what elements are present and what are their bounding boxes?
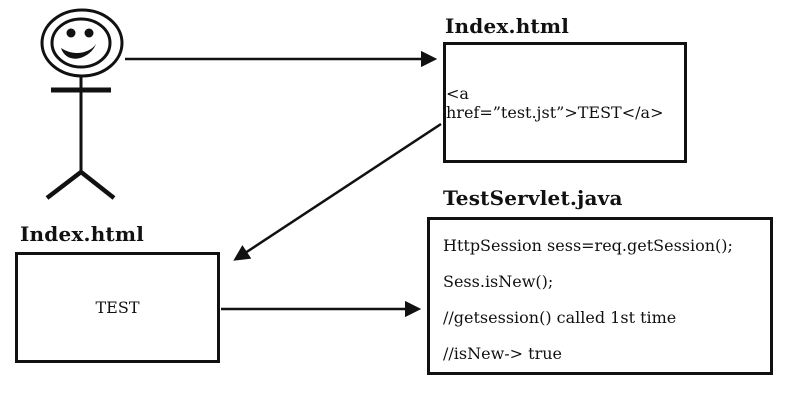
servlet-title: TestServlet.java (443, 186, 623, 210)
bottom-index-html-box: TEST (15, 252, 220, 363)
smile-mouth (61, 44, 96, 59)
head-inner-circle (50, 17, 112, 69)
bottom-index-html-title: Index.html (20, 222, 145, 246)
connector-arrows (125, 50, 442, 318)
code-line-comment-true: //isNew-> true (443, 344, 563, 363)
top-index-html-box: <a href=”test.jst”>TEST</a> (443, 42, 687, 163)
right-leg-line (79, 170, 116, 200)
left-eye (66, 28, 76, 38)
code-line-isnew: Sess.isNew(); (443, 272, 554, 291)
code-line-comment-called: //getsession() called 1st time (443, 308, 677, 327)
arrow-index-html-to-index-page (233, 122, 442, 261)
top-index-html-title: Index.html (445, 14, 570, 38)
test-link-text: TEST (95, 298, 140, 317)
servlet-box: HttpSession sess=req.getSession(); Sess.… (427, 217, 773, 375)
left-leg-line (45, 170, 83, 200)
right-eye (84, 28, 94, 38)
anchor-code-text: <a href=”test.jst”>TEST</a> (446, 83, 664, 122)
code-line-getsession: HttpSession sess=req.getSession(); (443, 236, 733, 255)
smiley-person-icon (40, 8, 124, 200)
